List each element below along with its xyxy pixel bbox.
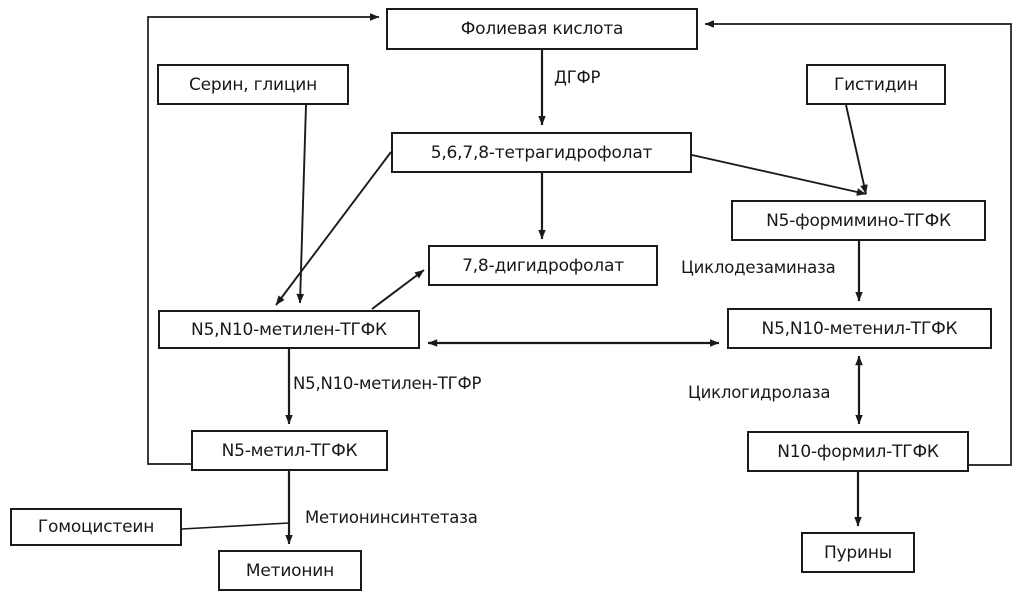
node-label: N5,N10-метилен-ТГФК	[191, 319, 387, 340]
node-label: Серин, глицин	[188, 74, 318, 95]
edge-label-methionine-synthase: Метионинсинтетаза	[305, 508, 478, 527]
node-label: N5,N10-метенил-ТГФК	[761, 318, 958, 339]
node-serine-glycine[interactable]: Серин, глицин	[157, 64, 349, 105]
node-label: 5,6,7,8-тетрагидрофолат	[430, 142, 653, 163]
edge-formyl-to-folic-loop	[704, 20, 1012, 466]
node-tetrahydrofolate[interactable]: 5,6,7,8-тетрагидрофолат	[391, 132, 692, 173]
node-folic-acid[interactable]: Фолиевая кислота	[386, 8, 698, 50]
edge-label-dhfr: ДГФР	[554, 68, 601, 87]
node-dihydrofolate[interactable]: 7,8-дигидрофолат	[428, 245, 658, 286]
node-label: N5-метил-ТГФК	[221, 440, 358, 461]
node-label: Фолиевая кислота	[460, 19, 624, 39]
node-label: N10-формил-ТГФК	[777, 441, 939, 462]
node-histidine[interactable]: Гистидин	[806, 64, 946, 105]
node-n5-formimino-thfa[interactable]: N5-формимино-ТГФК	[731, 200, 986, 241]
node-homocysteine[interactable]: Гомоцистеин	[10, 508, 182, 546]
edge-histidine-to-formimino	[845, 104, 868, 195]
node-label: Гистидин	[833, 74, 919, 95]
node-label: Пурины	[823, 542, 893, 563]
edge-label-cyclohydrolase: Циклогидролаза	[688, 383, 831, 402]
node-n5n10-methenyl-thfa[interactable]: N5,N10-метенил-ТГФК	[727, 308, 992, 349]
edge-thf-to-formimino	[691, 154, 867, 196]
edge-methyl-to-folic-loop	[147, 13, 380, 465]
edge-label-cyclodeaminase: Циклодезаминаза	[681, 258, 836, 277]
node-n10-formyl-thfa[interactable]: N10-формил-ТГФК	[747, 431, 969, 472]
edge-serine-to-methylene	[296, 104, 307, 304]
node-label: 7,8-дигидрофолат	[462, 255, 624, 276]
edge-label-n5n10-methylene-thfr: N5,N10-метилен-ТГФР	[293, 374, 482, 393]
node-n5n10-methylene-thfa[interactable]: N5,N10-метилен-ТГФК	[158, 310, 420, 349]
node-label: N5-формимино-ТГФК	[766, 210, 951, 231]
node-purines[interactable]: Пурины	[801, 532, 915, 573]
edge-methylene-to-dhf	[371, 269, 425, 310]
node-label: Гомоцистеин	[37, 517, 155, 537]
node-label: Метионин	[245, 560, 335, 581]
node-methionine[interactable]: Метионин	[218, 550, 362, 591]
node-n5-methyl-thfa[interactable]: N5-метил-ТГФК	[191, 430, 388, 471]
edge-thf-to-methylene	[275, 151, 392, 306]
edge-homocysteine-to-methionine	[181, 522, 290, 530]
